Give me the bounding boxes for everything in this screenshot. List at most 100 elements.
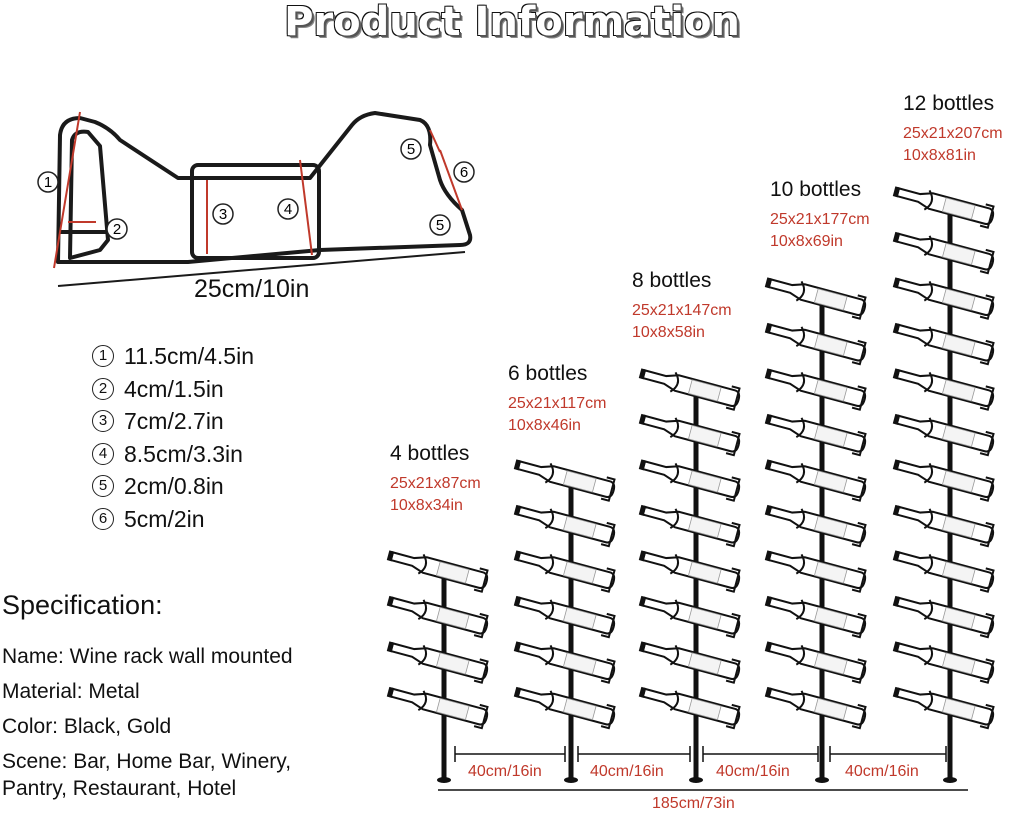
wine-bottle xyxy=(764,413,867,457)
marker-1: 1 xyxy=(37,171,59,193)
wine-bottle xyxy=(892,595,995,639)
number-badge: 5 xyxy=(92,475,114,498)
rack-base xyxy=(689,777,703,783)
rack-12-title: 12 bottles xyxy=(903,92,995,115)
wine-bottle xyxy=(764,322,867,366)
svg-text:2: 2 xyxy=(113,221,121,238)
rack-base xyxy=(564,777,578,783)
wine-bottle xyxy=(892,459,995,502)
svg-text:6: 6 xyxy=(460,164,468,181)
wine-bottle xyxy=(764,595,867,639)
wine-bottle xyxy=(892,231,995,275)
rack-6-title: 6 bottles xyxy=(508,362,588,385)
wine-bottle xyxy=(638,641,741,684)
wine-bottle xyxy=(764,368,867,411)
gap-label-3: 40cm/16in xyxy=(716,763,790,780)
wine-bottle xyxy=(638,550,741,593)
wine-bottle xyxy=(892,686,995,730)
wine-bottle xyxy=(892,413,995,457)
wine-bottle xyxy=(764,504,867,548)
rack-8-title: 8 bottles xyxy=(632,269,712,292)
wine-bottle xyxy=(892,368,995,411)
dimension-lines xyxy=(53,111,463,269)
wine-bottle xyxy=(386,595,489,639)
marker-6: 6 xyxy=(453,161,475,183)
number-badge: 4 xyxy=(92,442,114,465)
spec-color: Color: Black, Gold xyxy=(2,715,172,738)
svg-text:3: 3 xyxy=(219,206,227,223)
wine-bottle xyxy=(892,550,995,593)
width-label: 25cm/10in xyxy=(194,275,310,303)
wine-bottle xyxy=(764,641,867,684)
svg-text:4: 4 xyxy=(284,201,292,218)
wine-bottle xyxy=(638,459,741,502)
svg-text:5: 5 xyxy=(407,141,415,158)
wine-bottle xyxy=(513,686,616,730)
rack-4-title: 4 bottles xyxy=(390,442,470,465)
wine-bottle xyxy=(513,550,616,593)
wine-bottle xyxy=(764,686,867,730)
wine-bottle xyxy=(892,322,995,366)
wine-bottle xyxy=(386,641,489,684)
gap-label-2: 40cm/16in xyxy=(590,763,664,780)
spec-material: Material: Metal xyxy=(2,680,140,703)
number-badge: 2 xyxy=(92,377,114,400)
gap-label-4: 40cm/16in xyxy=(845,763,919,780)
rack-10-title: 10 bottles xyxy=(770,178,862,201)
wine-bottle xyxy=(638,504,741,548)
wine-bottle xyxy=(638,368,741,411)
wine-bottle xyxy=(513,504,616,548)
width-dimension-line xyxy=(57,251,466,287)
wine-bottle xyxy=(892,504,995,548)
wine-bottle xyxy=(892,277,995,320)
wine-bottle xyxy=(638,595,741,639)
spec-scene-cont: Pantry, Restaurant, Hotel xyxy=(2,777,237,800)
rack-columns xyxy=(386,186,995,783)
diagram-markers: 1 2 3 4 5 6 5 xyxy=(37,138,475,240)
number-badge: 6 xyxy=(92,507,114,530)
wine-bottle xyxy=(764,277,867,320)
wine-bottle xyxy=(513,641,616,684)
wine-bottle xyxy=(513,459,616,502)
wine-bottle xyxy=(764,550,867,593)
frame-diagram xyxy=(56,111,473,264)
rack-base xyxy=(943,777,957,783)
number-badge: 3 xyxy=(92,410,114,433)
marker-4: 4 xyxy=(277,198,299,220)
marker-2: 2 xyxy=(106,218,128,240)
wine-bottle xyxy=(386,550,489,593)
marker-5-bottom: 5 xyxy=(429,214,451,236)
marker-3: 3 xyxy=(212,203,234,225)
svg-text:1: 1 xyxy=(44,174,52,191)
number-badge: 1 xyxy=(92,345,114,368)
rack-base xyxy=(815,777,829,783)
spec-scene: Scene: Bar, Home Bar, Winery, xyxy=(2,750,292,773)
total-width-label: 185cm/73in xyxy=(652,795,735,812)
wine-bottle xyxy=(638,413,741,457)
wine-bottle xyxy=(513,595,616,639)
wine-bottle xyxy=(892,641,995,684)
wine-bottle xyxy=(764,459,867,502)
spec-name: Name: Wine rack wall mounted xyxy=(2,645,293,668)
marker-5-top: 5 xyxy=(400,138,422,160)
gap-dimension-lines xyxy=(438,746,968,791)
page-title: Product Information xyxy=(284,0,740,45)
rack-base xyxy=(437,777,451,783)
wine-bottle xyxy=(638,686,741,730)
gap-label-1: 40cm/16in xyxy=(468,763,542,780)
svg-text:5: 5 xyxy=(436,217,444,234)
wine-bottle xyxy=(892,186,995,229)
